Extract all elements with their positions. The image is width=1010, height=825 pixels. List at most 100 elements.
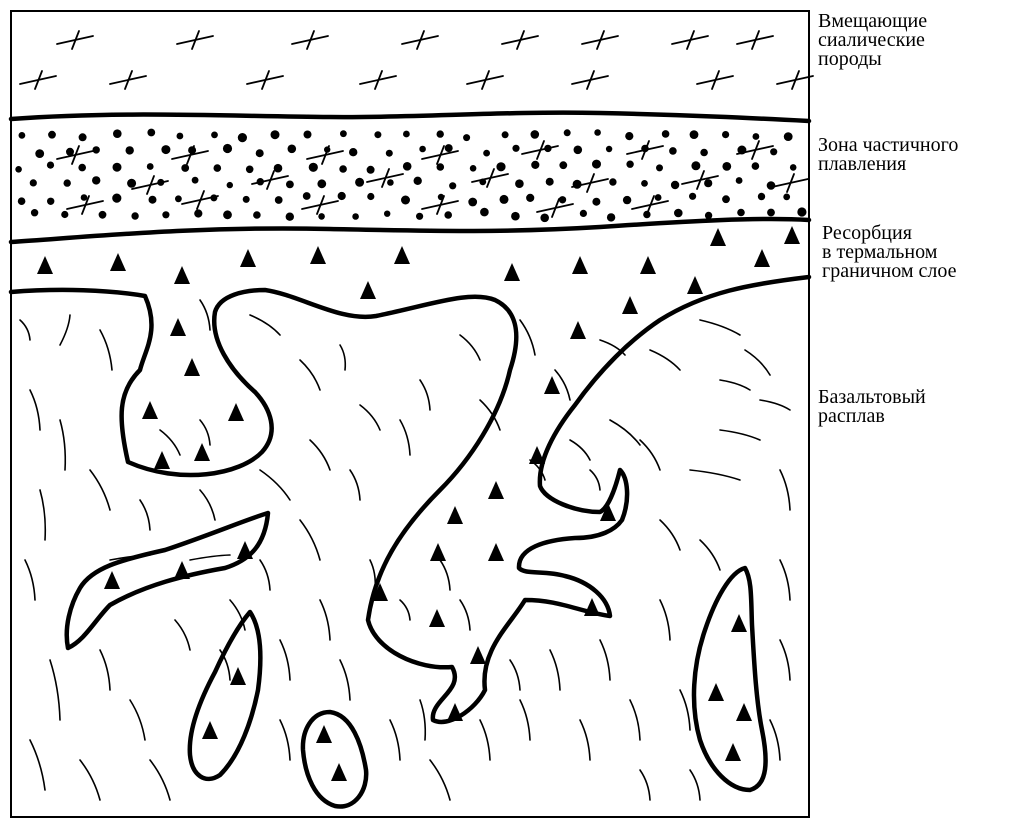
melt-dot (705, 212, 712, 219)
melt-dot (214, 164, 222, 172)
melt-dot (609, 178, 616, 185)
melt-dot (564, 129, 571, 136)
melt-dot (403, 131, 410, 138)
melt-dot (700, 149, 708, 157)
melt-dot (92, 176, 100, 184)
melt-dot (512, 145, 519, 152)
melt-dot (93, 146, 100, 153)
melt-dot (126, 146, 134, 154)
melt-dot (468, 198, 477, 207)
melt-dot (367, 193, 374, 200)
melt-dot (722, 131, 729, 138)
melt-dot (531, 130, 540, 139)
melt-dot (47, 162, 54, 169)
melt-dot (767, 181, 776, 190)
melt-dot (181, 164, 189, 172)
melt-dot (526, 194, 534, 202)
melt-dot (770, 148, 777, 155)
melt-dot (414, 177, 422, 185)
melt-dot (704, 179, 712, 187)
melt-dot (99, 211, 107, 219)
melt-dot (626, 161, 633, 168)
melt-dot (662, 130, 670, 138)
melt-dot (690, 130, 699, 139)
melt-dot (131, 212, 138, 219)
melt-dot (401, 196, 410, 205)
melt-dot (752, 162, 760, 170)
melt-dot (194, 209, 202, 217)
melt-dot (500, 195, 509, 204)
melt-dot (256, 149, 264, 157)
melt-dot (737, 209, 745, 217)
melt-dot (758, 193, 765, 200)
melt-dot (286, 213, 294, 221)
melt-dot (15, 166, 22, 173)
melt-dot (374, 131, 381, 138)
melt-dot (304, 131, 312, 139)
melt-dot (592, 198, 600, 206)
melt-dot (691, 161, 700, 170)
melt-dot (722, 195, 730, 203)
melt-dot (753, 133, 760, 140)
melt-dot (223, 210, 232, 219)
host-rock-label: Вмещающие сиалические породы (818, 12, 927, 69)
basalt-melt-label: Базальтовый расплав (818, 388, 926, 426)
melt-dot (19, 132, 26, 139)
resorption-label: Ресорбция в термальном граничном слое (822, 224, 957, 281)
melt-dot (352, 213, 359, 220)
melt-dot (559, 161, 567, 169)
melt-dot (540, 214, 549, 223)
melt-dot (546, 178, 554, 186)
melt-dot (211, 132, 218, 139)
melt-dot (387, 179, 394, 186)
melt-dot (416, 213, 423, 220)
diagram-frame (11, 11, 809, 817)
melt-dot (112, 194, 121, 203)
melt-dot (81, 194, 88, 201)
melt-dot (79, 133, 87, 141)
partial-melt-zone-label: Зона частичного плавления (818, 136, 958, 174)
melt-dot (722, 162, 731, 171)
melt-dot (243, 196, 250, 203)
melt-dot (502, 131, 509, 138)
melt-dot (367, 166, 375, 174)
melt-dot (641, 180, 648, 187)
melt-dot (35, 149, 44, 158)
melt-dot (317, 179, 326, 188)
melt-dot (419, 146, 426, 153)
melt-dot (318, 213, 325, 220)
melt-dot (607, 213, 615, 221)
melt-dot (797, 207, 806, 216)
melt-dot (511, 212, 520, 221)
melt-dot (594, 129, 601, 136)
melt-dot (227, 182, 233, 188)
melt-dot (338, 192, 346, 200)
melt-dot (78, 164, 86, 172)
melt-dot (48, 131, 56, 139)
melt-dot (445, 144, 453, 152)
melt-dot (736, 177, 743, 184)
melt-dot (147, 129, 155, 137)
melt-dot (162, 211, 169, 218)
melt-dot (625, 132, 633, 140)
melt-dot (340, 130, 347, 137)
melt-dot (238, 133, 247, 142)
melt-dot (61, 211, 68, 218)
melt-dot (623, 196, 631, 204)
melt-dot (31, 209, 38, 216)
melt-dot (656, 164, 663, 171)
melt-dot (669, 147, 677, 155)
melt-dot (480, 208, 489, 217)
melt-dot (437, 130, 444, 137)
melt-dot (288, 145, 297, 154)
melt-dot (274, 164, 283, 173)
melt-dot (47, 198, 54, 205)
melt-dot (275, 196, 283, 204)
melt-dot (386, 150, 393, 157)
melt-dot (783, 194, 790, 201)
melt-dot (355, 178, 364, 187)
melt-dot (149, 196, 157, 204)
melt-dot (147, 163, 154, 170)
melt-dot (161, 145, 170, 154)
